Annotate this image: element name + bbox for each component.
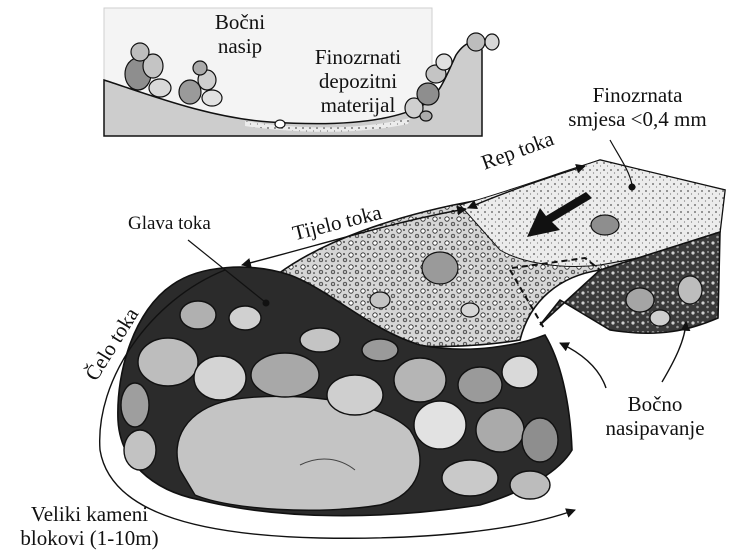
label-veliki-kameni: Veliki kameni blokovi (1-10m) [2,502,177,550]
label-bocno-line1: Bočno [590,392,720,416]
label-veliki-line2: blokovi (1-10m) [2,526,177,550]
glava-pointer-dot [263,300,270,307]
label-finozrnati-line1: Finozrnati [298,45,418,69]
label-finozrnati-line3: materijal [298,93,418,117]
label-finozrnata-line2: smjesa <0,4 mm [545,107,730,131]
label-glava-toka: Glava toka [128,212,211,236]
label-finozrnata-smjesa: Finozrnata smjesa <0,4 mm [545,83,730,131]
label-bocno-nasipavanje: Bočno nasipavanje [590,392,720,440]
label-veliki-line1: Veliki kameni [2,502,177,526]
label-bocni-nasip-line1: Bočni [200,10,280,34]
label-finozrnati-depozitni: Finozrnati depozitni materijal [298,45,418,117]
label-finozrnati-line2: depozitni [298,69,418,93]
label-finozrnata-line1: Finozrnata [545,83,730,107]
fine-pointer-dot [629,184,636,191]
label-bocni-nasip: Bočni nasip [200,10,280,58]
bocno-nasipavanje-arrow [560,343,606,388]
label-bocno-line2: nasipavanje [590,416,720,440]
label-bocni-nasip-line2: nasip [200,34,280,58]
